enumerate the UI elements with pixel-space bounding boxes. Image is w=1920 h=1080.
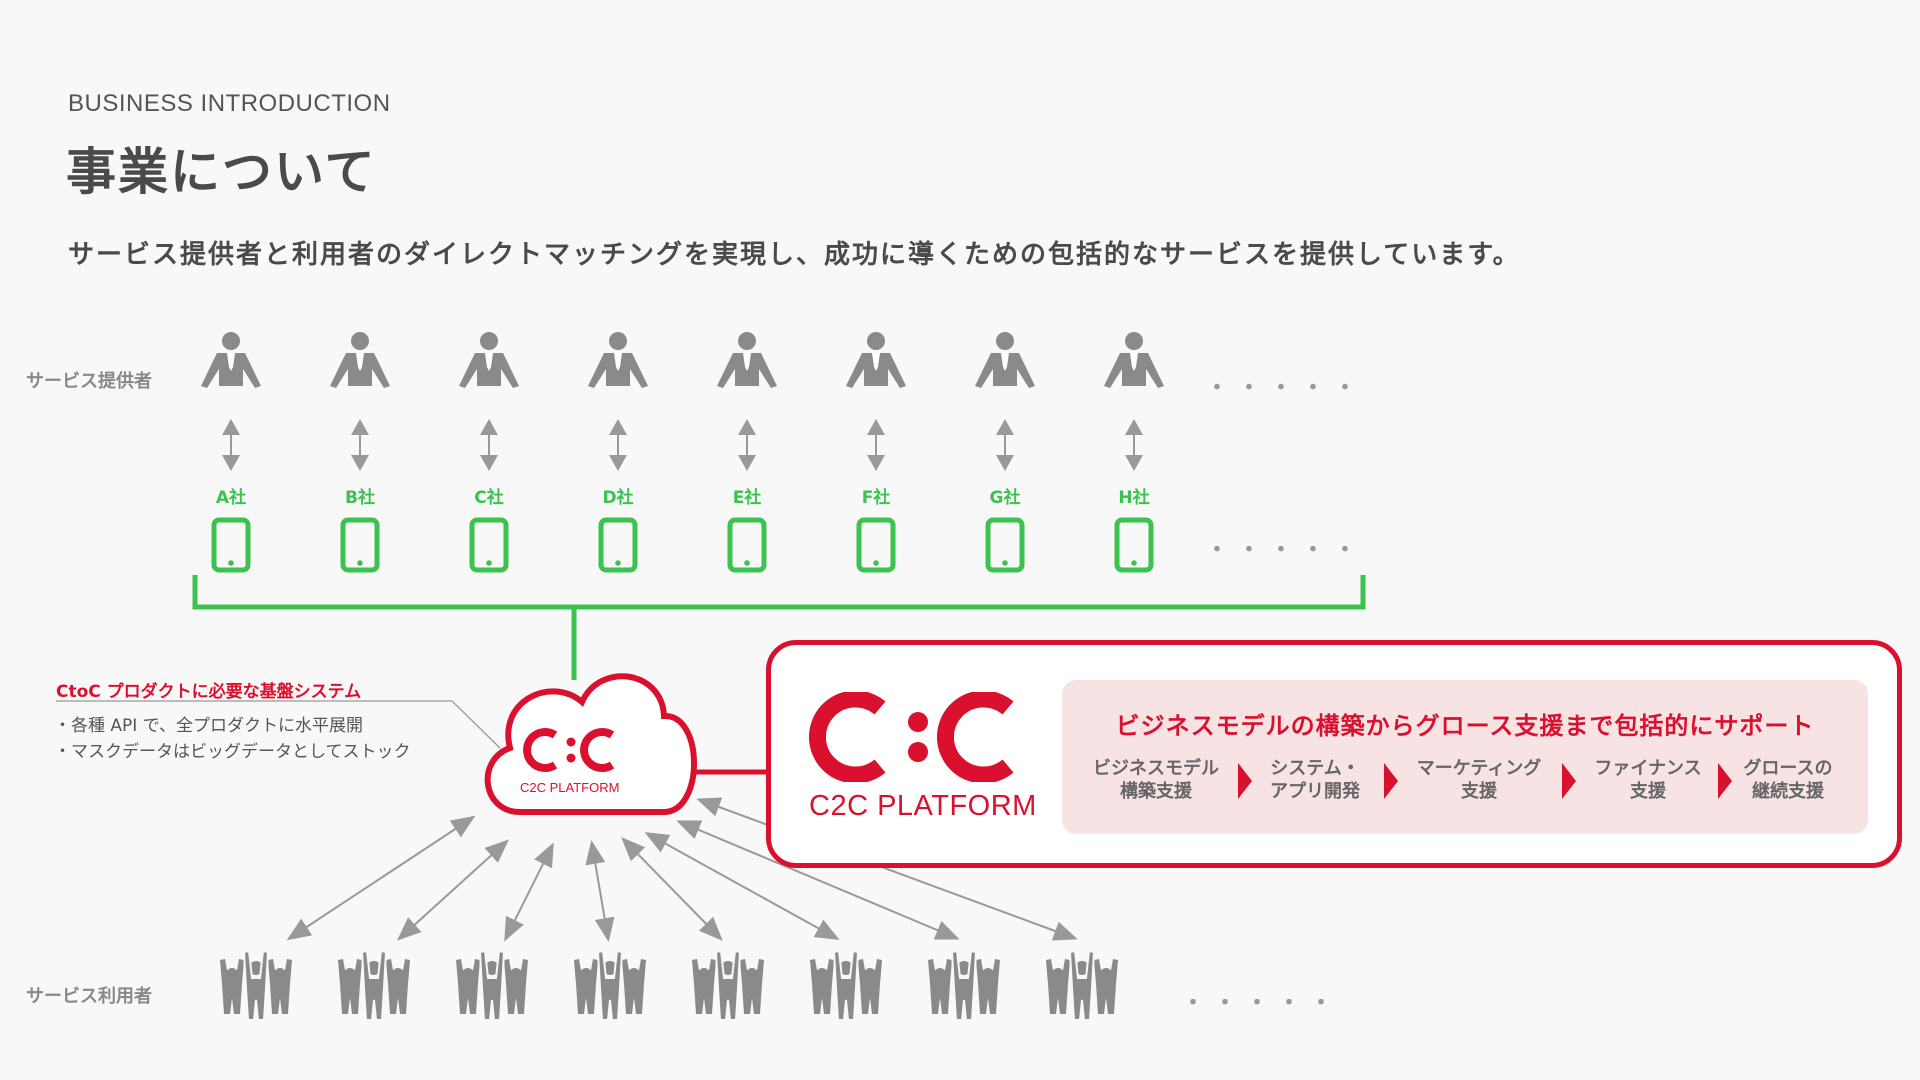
users-group-icon xyxy=(219,950,293,1021)
company-label: G社 xyxy=(989,488,1021,508)
cloud-logo-mark xyxy=(523,728,615,772)
providers-more-ellipsis: ・・・・・ xyxy=(1206,376,1367,401)
smartphone-icon xyxy=(730,520,764,570)
callout-leader xyxy=(56,700,501,749)
company-label: C社 xyxy=(474,488,504,508)
step-arrow-icon xyxy=(1238,763,1252,799)
step-arrow-icon xyxy=(1384,763,1398,799)
support-step: ファイナンス 支援 xyxy=(1594,758,1702,802)
company-label: D社 xyxy=(602,488,634,508)
step-arrow-icon xyxy=(1718,763,1732,799)
users-label: サービス利用者 xyxy=(26,986,152,1007)
support-step: グロースの 継続支援 xyxy=(1743,758,1833,802)
company-label: E社 xyxy=(732,488,762,508)
users-group-icon xyxy=(1045,950,1119,1021)
double-arrow-icon xyxy=(866,418,886,472)
company-label: H社 xyxy=(1118,488,1150,508)
person-icon xyxy=(975,332,1035,388)
support-step: ビジネスモデル 構築支援 xyxy=(1093,758,1219,802)
step-arrow-icon xyxy=(1562,763,1576,799)
double-arrow-icon xyxy=(221,418,241,472)
person-icon xyxy=(1104,332,1164,388)
double-arrow-icon xyxy=(737,418,757,472)
users-group-icon xyxy=(337,950,411,1021)
c2c-logo-text: C2C PLATFORM xyxy=(809,790,1037,822)
person-icon xyxy=(588,332,648,388)
callout-title: CtoC プロダクトに必要な基盤システム xyxy=(56,682,362,702)
smartphone-icon xyxy=(472,520,506,570)
provider-row xyxy=(201,332,1164,388)
smartphone-icon xyxy=(343,520,377,570)
person-icon xyxy=(459,332,519,388)
smartphone-icon xyxy=(601,520,635,570)
providers-label: サービス提供者 xyxy=(26,371,152,392)
double-arrow-icon xyxy=(350,418,370,472)
users-more-ellipsis: ・・・・・ xyxy=(1182,991,1343,1016)
users-group-icon xyxy=(927,950,1001,1021)
smartphone-icon xyxy=(859,520,893,570)
support-box xyxy=(1062,680,1868,834)
smartphone-icon xyxy=(214,520,248,570)
users-group-icon xyxy=(691,950,765,1021)
page-title: 事業について xyxy=(66,143,377,201)
person-icon xyxy=(201,332,261,388)
company-label: A社 xyxy=(215,488,247,508)
smartphone-icon xyxy=(988,520,1022,570)
phone-row xyxy=(214,520,1151,570)
support-title: ビジネスモデルの構築からグロース支援まで包括的にサポート xyxy=(1115,712,1815,740)
section-eyebrow: BUSINESS INTRODUCTION xyxy=(68,90,391,117)
double-arrow-icon xyxy=(608,418,628,472)
users-group-icon xyxy=(573,950,647,1021)
lead-text: サービス提供者と利用者のダイレクトマッチングを実現し、成功に導くための包括的なサ… xyxy=(68,240,1521,270)
double-arrow-icon xyxy=(995,418,1015,472)
person-icon xyxy=(330,332,390,388)
green-bracket xyxy=(192,575,1366,610)
company-label: B社 xyxy=(345,488,375,508)
cloud-shape xyxy=(484,673,697,815)
double-arrow-row xyxy=(221,418,1144,472)
support-step: システム・ アプリ開発 xyxy=(1270,758,1360,802)
double-arrow-icon xyxy=(479,418,499,472)
support-step: マーケティング 支援 xyxy=(1416,758,1542,802)
company-label: F社 xyxy=(861,488,891,508)
double-arrow-icon xyxy=(1124,418,1144,472)
person-icon xyxy=(717,332,777,388)
users-group-icon xyxy=(809,950,883,1021)
callout-note: ・マスクデータはビッグデータとしてストック xyxy=(54,742,411,762)
c2c-logo-mark xyxy=(808,692,1014,782)
phones-more-ellipsis: ・・・・・ xyxy=(1206,538,1367,563)
user-row xyxy=(219,950,1119,1021)
cloud-logo-text: C2C PLATFORM xyxy=(520,780,620,795)
person-icon xyxy=(846,332,906,388)
users-group-icon xyxy=(455,950,529,1021)
user-connection-arrows xyxy=(286,797,1078,942)
smartphone-icon xyxy=(1117,520,1151,570)
callout-note: ・各種 API で、全プロダクトに水平展開 xyxy=(54,716,364,736)
